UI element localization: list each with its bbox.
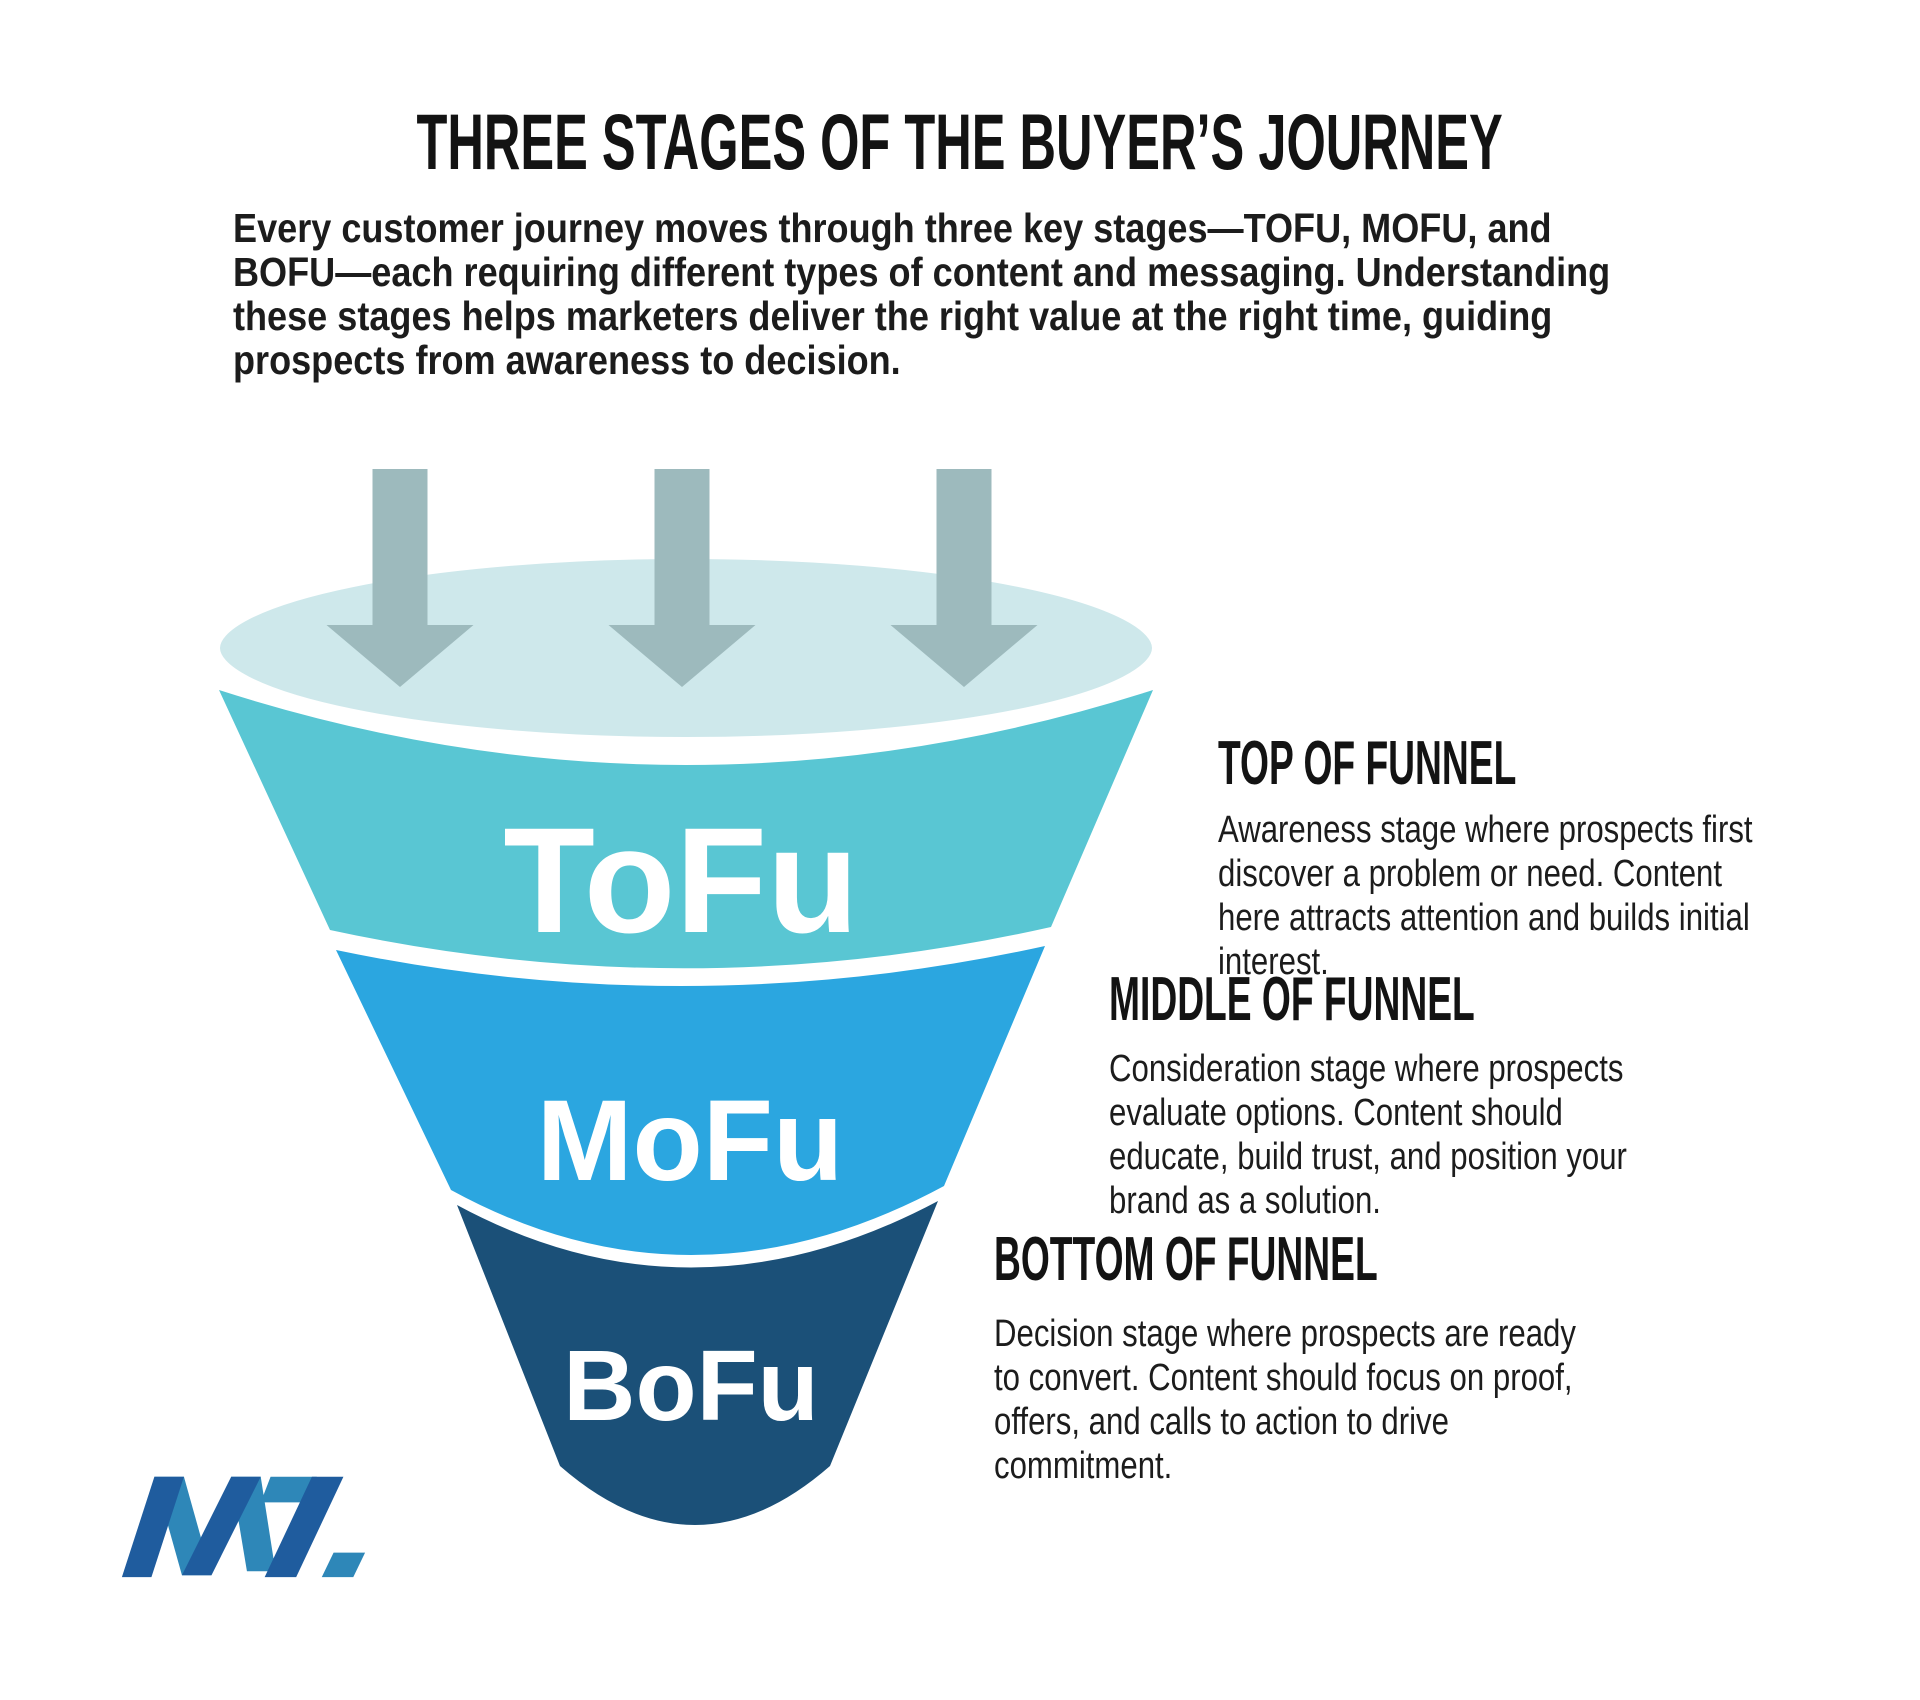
intro-line: BOFU—each requiring different types of c… [233,249,1611,295]
section-body-middle-of-funnel: Consideration stage where prospects eval… [1109,1047,1627,1223]
logo-light-stroke [260,1476,317,1503]
incoming-arrow-icon [326,469,474,687]
funnel-stage-bofu [457,1201,938,1525]
body-line: brand as a solution. [1109,1180,1381,1222]
logo-dark-stroke [121,1476,184,1578]
section-body-top-of-funnel: Awareness stage where prospects first di… [1218,808,1753,984]
funnel-stage-tofu [219,690,1153,969]
incoming-arrow-icon [890,469,1038,687]
body-line: Consideration stage where prospects [1109,1048,1624,1090]
logo-dark-stroke [264,1476,344,1578]
body-line: Decision stage where prospects are ready [994,1313,1576,1355]
funnel-label-mofu: MoFu [537,1077,844,1205]
incoming-arrow-icon [608,469,756,687]
section-heading-top-of-funnel: TOP OF FUNNEL [1218,729,1517,798]
funnel-stage-mofu [336,946,1045,1256]
intro-line: prospects from awareness to decision. [233,337,901,383]
body-line: evaluate options. Content should [1109,1092,1563,1134]
section-heading-middle-of-funnel: MIDDLE OF FUNNEL [1109,965,1475,1034]
body-line: interest. [1218,941,1329,983]
body-line: commitment. [994,1445,1173,1487]
funnel-label-tofu: ToFu [503,796,858,964]
body-line: educate, build trust, and position your [1109,1136,1627,1178]
body-line: discover a problem or need. Content [1218,853,1723,895]
section-heading-bottom-of-funnel: BOTTOM OF FUNNEL [994,1225,1378,1294]
header: THREE STAGES OF THE BUYER’S JOURNEY [0,96,1920,188]
intro-line: these stages helps marketers deliver the… [233,293,1553,339]
body-line: offers, and calls to action to drive [994,1401,1449,1443]
body-line: Awareness stage where prospects first [1218,809,1753,851]
funnel-label-bofu: BoFu [563,1330,818,1442]
logo-dark-stroke [181,1476,261,1576]
intro-paragraph: Every customer journey moves through thr… [233,206,1610,382]
section-body-bottom-of-funnel: Decision stage where prospects are ready… [994,1312,1576,1488]
body-line: to convert. Content should focus on proo… [994,1357,1573,1399]
logo-light-stroke [321,1552,366,1578]
page-title: THREE STAGES OF THE BUYER’S JOURNEY [416,97,1504,186]
intro-line: Every customer journey moves through thr… [233,205,1552,251]
body-line: here attracts attention and builds initi… [1218,897,1750,939]
martech-logo [121,1476,366,1578]
